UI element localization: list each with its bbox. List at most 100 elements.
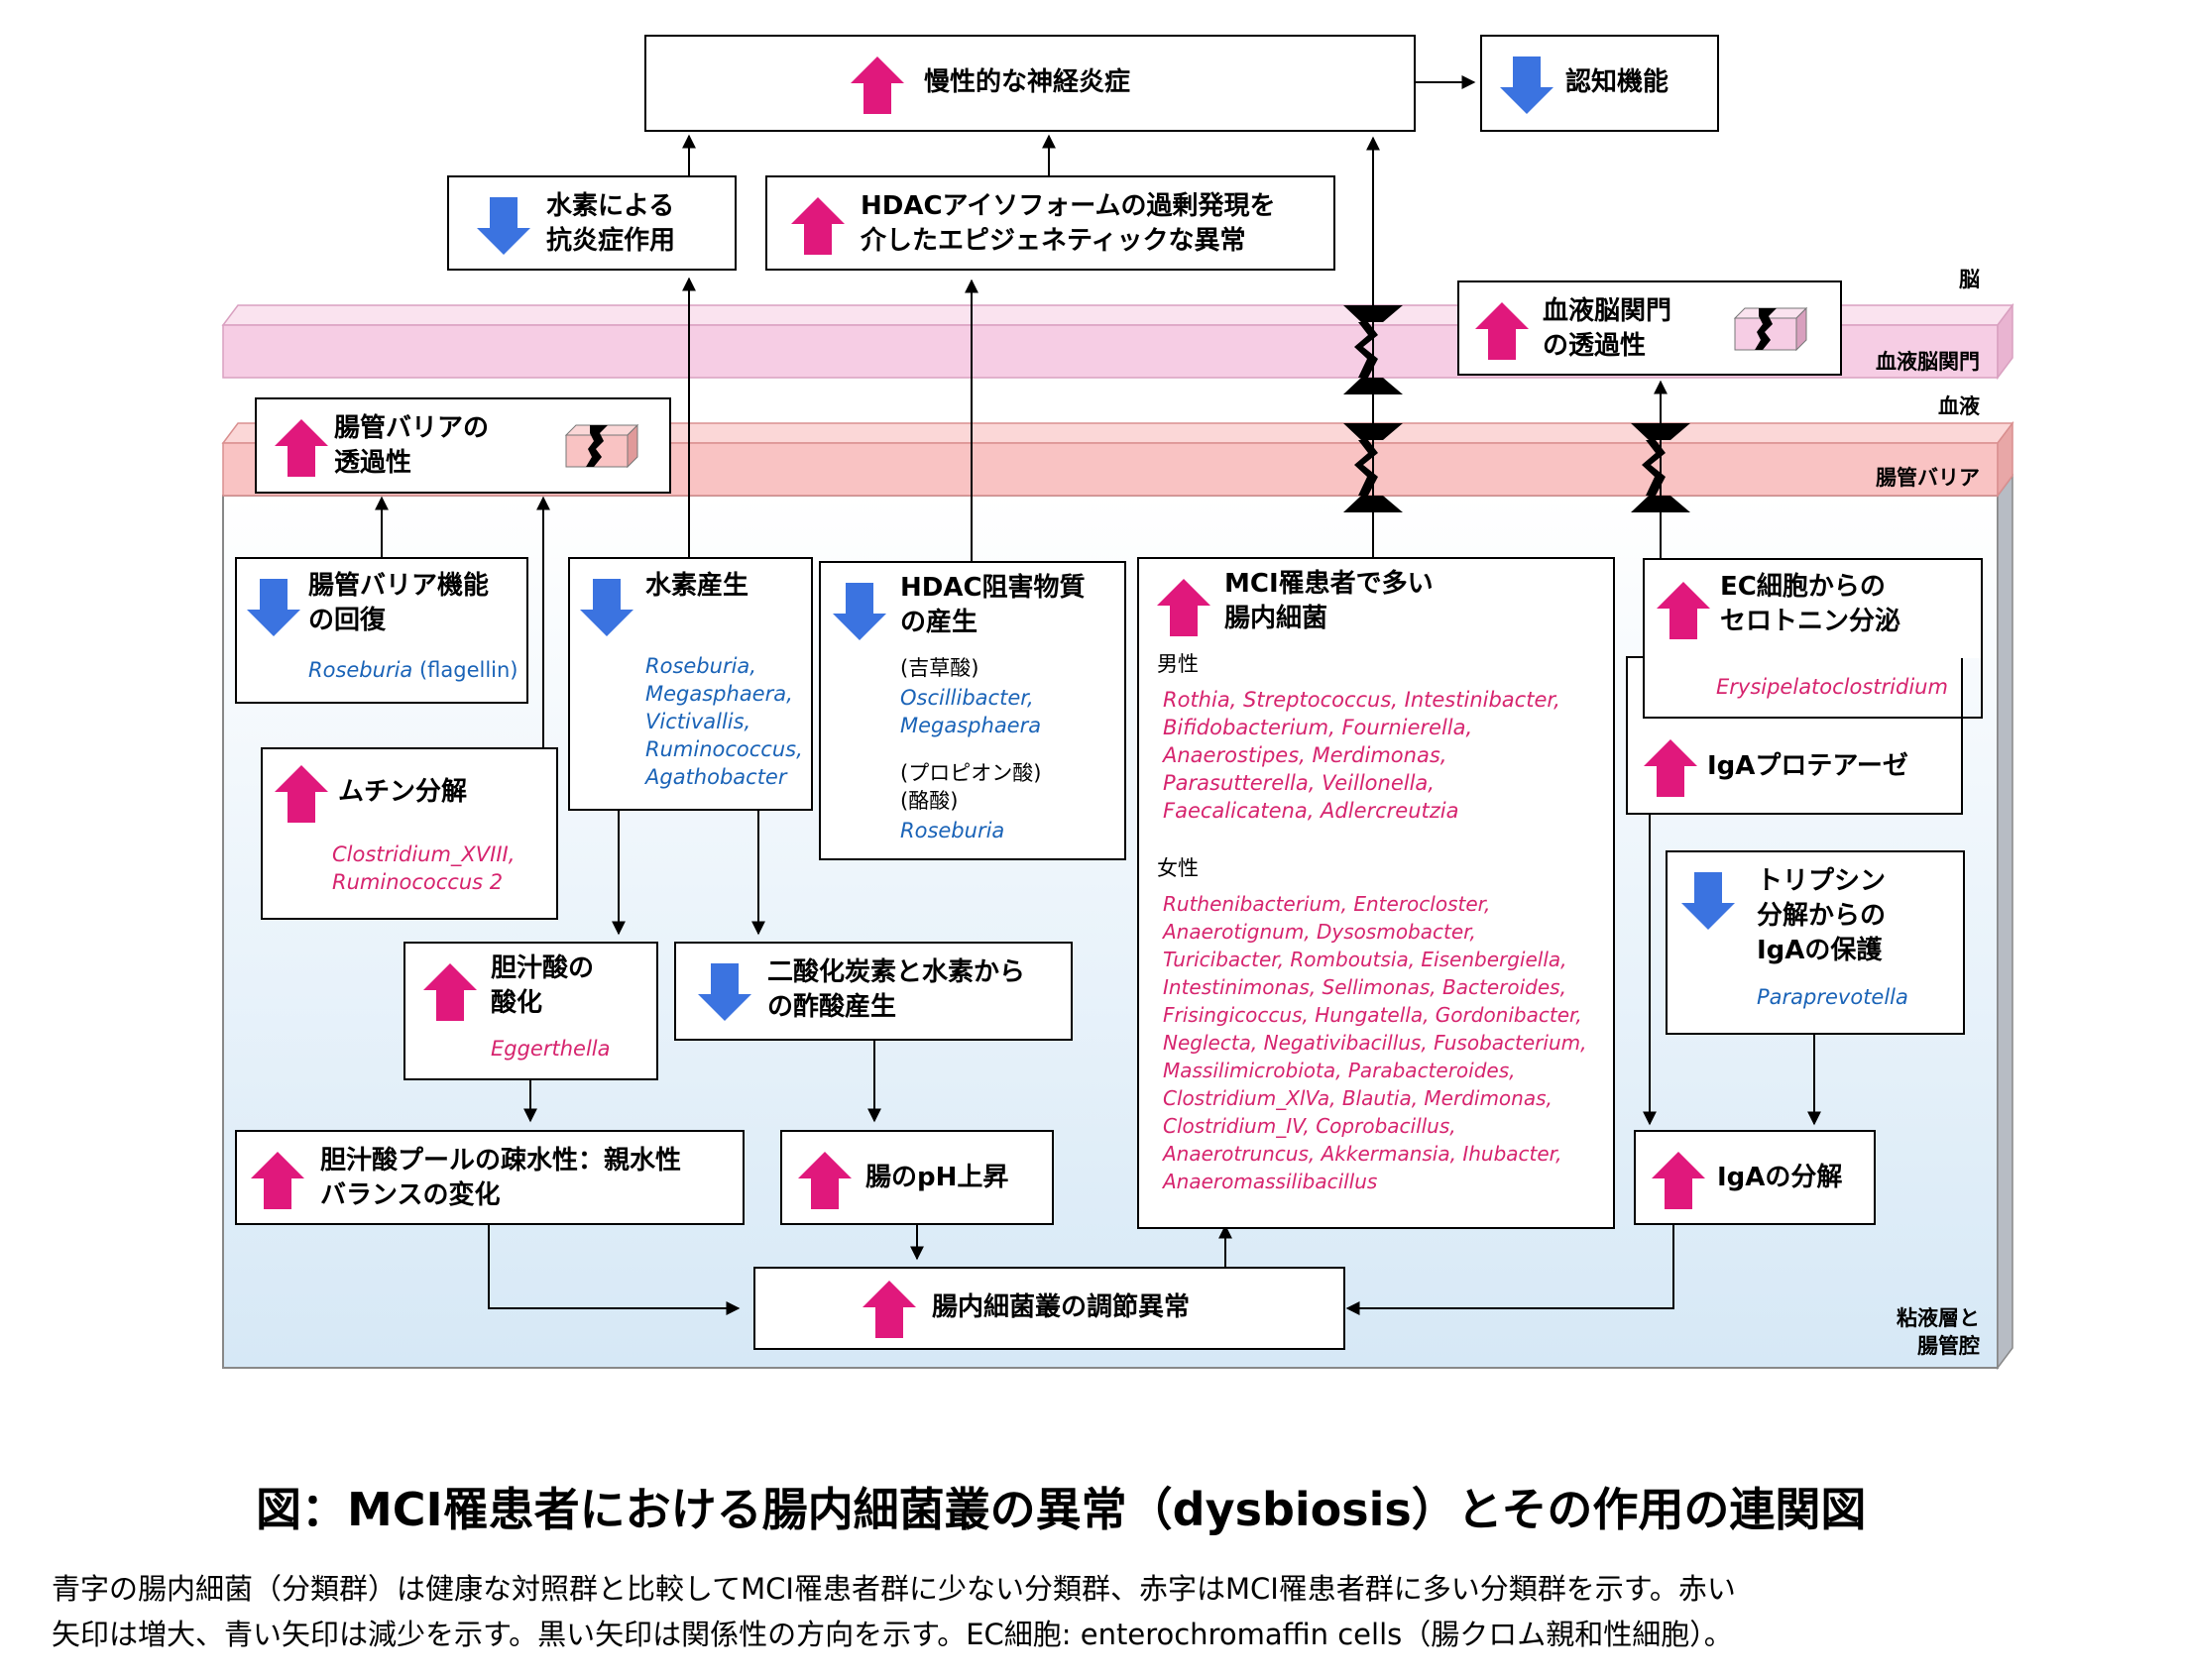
down-arrow-icon: [833, 583, 886, 640]
h2-antiinflammatory-label-2: 抗炎症作用: [546, 226, 676, 256]
taxa-line: Frisingicoccus, Hungatella, Gordonibacte…: [1163, 1003, 1582, 1027]
bile-oxidation-box: 胆汁酸の 酸化 Eggerthella: [403, 942, 658, 1080]
up-arrow-icon: [798, 1152, 852, 1209]
taxa-line: Neglecta, Negativibacillus, Fusobacteriu…: [1163, 1031, 1587, 1055]
iga-degradation-label: IgAの分解: [1717, 1163, 1843, 1192]
zone-label-lumen-1: 粘液層と: [1897, 1306, 1980, 1330]
bbb-permeability-box: 血液脳関門 の透過性: [1457, 280, 1842, 376]
hdac-epigenetic-box: HDACアイソフォームの過剰発現を 介したエピジェネティックな異常: [765, 175, 1335, 271]
iga-protease-label: IgAプロテアーゼ: [1707, 751, 1908, 781]
ec-serotonin-header-bg: [1645, 560, 1981, 658]
taxon: Ruminococcus,: [645, 737, 803, 761]
neuroinflammation-label: 慢性的な神経炎症: [924, 67, 1131, 97]
taxon: Oscillibacter,: [900, 686, 1034, 710]
taxa-line: Turicibacter, Romboutsia, Eisenbergiella…: [1163, 948, 1567, 971]
up-arrow-icon: [251, 1152, 304, 1209]
bbb-permeability-label-2: の透過性: [1543, 331, 1647, 361]
down-arrow-icon: [698, 963, 751, 1021]
mucin-box: ムチン分解 Clostridium_XVIII, Ruminococcus 2: [261, 747, 558, 920]
bile-oxidation-taxa: Eggerthella: [491, 1037, 611, 1061]
taxon: Clostridium_XVIII,: [332, 842, 516, 866]
up-arrow-icon: [423, 963, 477, 1021]
taxa-line: Clostridium_XlVa, Blautia, Merdimonas,: [1163, 1086, 1553, 1110]
barrier-recovery-box: 腸管バリア機能 の回復 Roseburia (flagellin): [235, 557, 528, 704]
taxa-line: Massilimicrobiota, Parabacteroides,: [1163, 1059, 1516, 1082]
h2-production-taxa: Roseburia, Megasphaera, Victivallis, Rum…: [645, 652, 803, 791]
h2-antiinflammatory-box: 水素による 抗炎症作用: [447, 175, 737, 271]
valeric-acid-label: (吉草酸): [900, 656, 979, 680]
bile-oxidation-label-1: 胆汁酸の: [491, 953, 595, 983]
down-arrow-icon: [477, 197, 530, 255]
iga-protease-box: IgAプロテアーゼ: [1626, 656, 1963, 815]
bile-pool-label-2: バランスの変化: [320, 1180, 501, 1210]
leaky-barrier-icon: [1733, 306, 1808, 352]
gut-permeability-box: 腸管バリアの 透過性: [255, 397, 671, 494]
taxon: Megasphaera: [900, 714, 1042, 737]
dysbiosis-box: 腸内細菌叢の調節異常: [753, 1267, 1345, 1350]
bile-pool-box: 胆汁酸プールの疎水性：親水性 バランスの変化: [235, 1130, 745, 1225]
ph-rise-box: 腸のpH上昇: [780, 1130, 1054, 1225]
barrier-recovery-label-1: 腸管バリア機能: [308, 571, 490, 601]
iga-degradation-box: IgAの分解: [1634, 1130, 1876, 1225]
mucin-label: ムチン分解: [338, 777, 468, 807]
hdac-epigenetic-label-1: HDACアイソフォームの過剰発現を: [861, 191, 1276, 221]
taxa-line: Anaerotruncus, Akkermansia, Ihubacter,: [1163, 1142, 1562, 1166]
connector-arrows: [375, 75, 1821, 1315]
barrier-recovery-label-2: の回復: [308, 606, 387, 635]
acetate-label-1: 二酸化炭素と水素から: [767, 957, 1026, 987]
acetate-box: 二酸化炭素と水素から の酢酸産生: [674, 942, 1073, 1041]
ph-rise-label: 腸のpH上昇: [865, 1163, 1009, 1192]
zone-label-brain: 脳: [1959, 268, 1980, 291]
taxa-line: Bifidobacterium, Fournierella,: [1163, 716, 1473, 739]
zone-label-lumen-2: 腸管腔: [1917, 1334, 1980, 1358]
ec-serotonin-label-2: セロトニン分泌: [1720, 607, 1901, 636]
barrier-recovery-taxa: Roseburia (flagellin): [308, 656, 518, 684]
up-arrow-icon: [275, 419, 328, 477]
trypsin-label-1: トリプシン: [1757, 866, 1887, 896]
bbb-permeability-label-1: 血液脳関門: [1543, 296, 1672, 326]
barrier-recovery-taxa-genus: Roseburia: [308, 658, 413, 682]
trypsin-label-3: IgAの保護: [1757, 936, 1883, 965]
zone-label-blood: 血液: [1938, 394, 1980, 418]
barrier-recovery-taxa-note: (flagellin): [412, 658, 518, 682]
up-arrow-icon: [1157, 579, 1210, 636]
taxa-line: Anaerotignum, Dysosmobacter,: [1163, 920, 1476, 944]
trypsin-box: トリプシン 分解からの IgAの保護 Paraprevotella: [1666, 850, 1965, 1035]
up-arrow-icon: [1652, 1152, 1705, 1209]
leaky-barrier-icon: [564, 423, 639, 469]
figure-note-line-2: 矢印は増大、青い矢印は減少を示す。黒い矢印は関係性の方向を示す。EC細胞: en…: [52, 1618, 1733, 1651]
ec-serotonin-box: EC細胞からの セロトニン分泌 Erysipelatoclostridium: [1643, 558, 1983, 719]
mucin-taxa: Clostridium_XVIII, Ruminococcus 2: [332, 840, 515, 896]
hdac-epigenetic-label-2: 介したエピジェネティックな異常: [861, 226, 1246, 256]
h2-antiinflammatory-label-1: 水素による: [546, 191, 675, 221]
butyric-acid-label: (酪酸): [900, 789, 959, 813]
dysbiosis-label: 腸内細菌叢の調節異常: [932, 1292, 1191, 1322]
hdac-inhibitors-label-2: の産生: [900, 608, 978, 637]
up-arrow-icon: [863, 1281, 916, 1338]
zone-label-gut-barrier: 腸管バリア: [1876, 466, 1980, 490]
cognition-label: 認知機能: [1565, 67, 1669, 97]
trypsin-label-2: 分解からの: [1757, 901, 1887, 931]
down-arrow-icon: [1500, 56, 1553, 114]
up-arrow-icon: [275, 765, 328, 823]
hdac-inhibitors-taxa-1: Oscillibacter, Megasphaera: [900, 684, 1041, 739]
acetate-label-2: の酢酸産生: [767, 992, 897, 1022]
hdac-inhibitors-box: HDAC阻害物質 の産生 (吉草酸) Oscillibacter, Megasp…: [819, 561, 1126, 860]
ec-serotonin-label-1: EC細胞からの: [1720, 572, 1886, 602]
down-arrow-icon: [247, 579, 300, 636]
h2-production-label: 水素産生: [645, 571, 749, 601]
male-taxa-list: Rothia, Streptococcus, Intestinibacter, …: [1163, 686, 1560, 825]
taxa-line: Rothia, Streptococcus, Intestinibacter,: [1163, 688, 1560, 712]
bile-oxidation-label-2: 酸化: [491, 988, 543, 1018]
up-arrow-icon: [1644, 739, 1697, 797]
up-arrow-icon: [851, 56, 904, 114]
mci-bacteria-label-1: MCI罹患者で多い: [1224, 569, 1434, 599]
down-arrow-icon: [1681, 872, 1735, 930]
taxa-line: Parasutterella, Veillonella,: [1163, 771, 1435, 795]
iga-protease-taxa: Erysipelatoclostridium: [1716, 675, 1948, 699]
neuroinflammation-box: 慢性的な神経炎症: [644, 35, 1416, 132]
gut-permeability-label-1: 腸管バリアの: [334, 413, 490, 443]
taxa-line: Intestinimonas, Sellimonas, Bacteroides,: [1163, 975, 1566, 999]
female-taxa-list: Ruthenibacterium, Enterocloster, Anaerot…: [1163, 890, 1586, 1195]
mci-bacteria-label-2: 腸内細菌: [1224, 604, 1328, 633]
